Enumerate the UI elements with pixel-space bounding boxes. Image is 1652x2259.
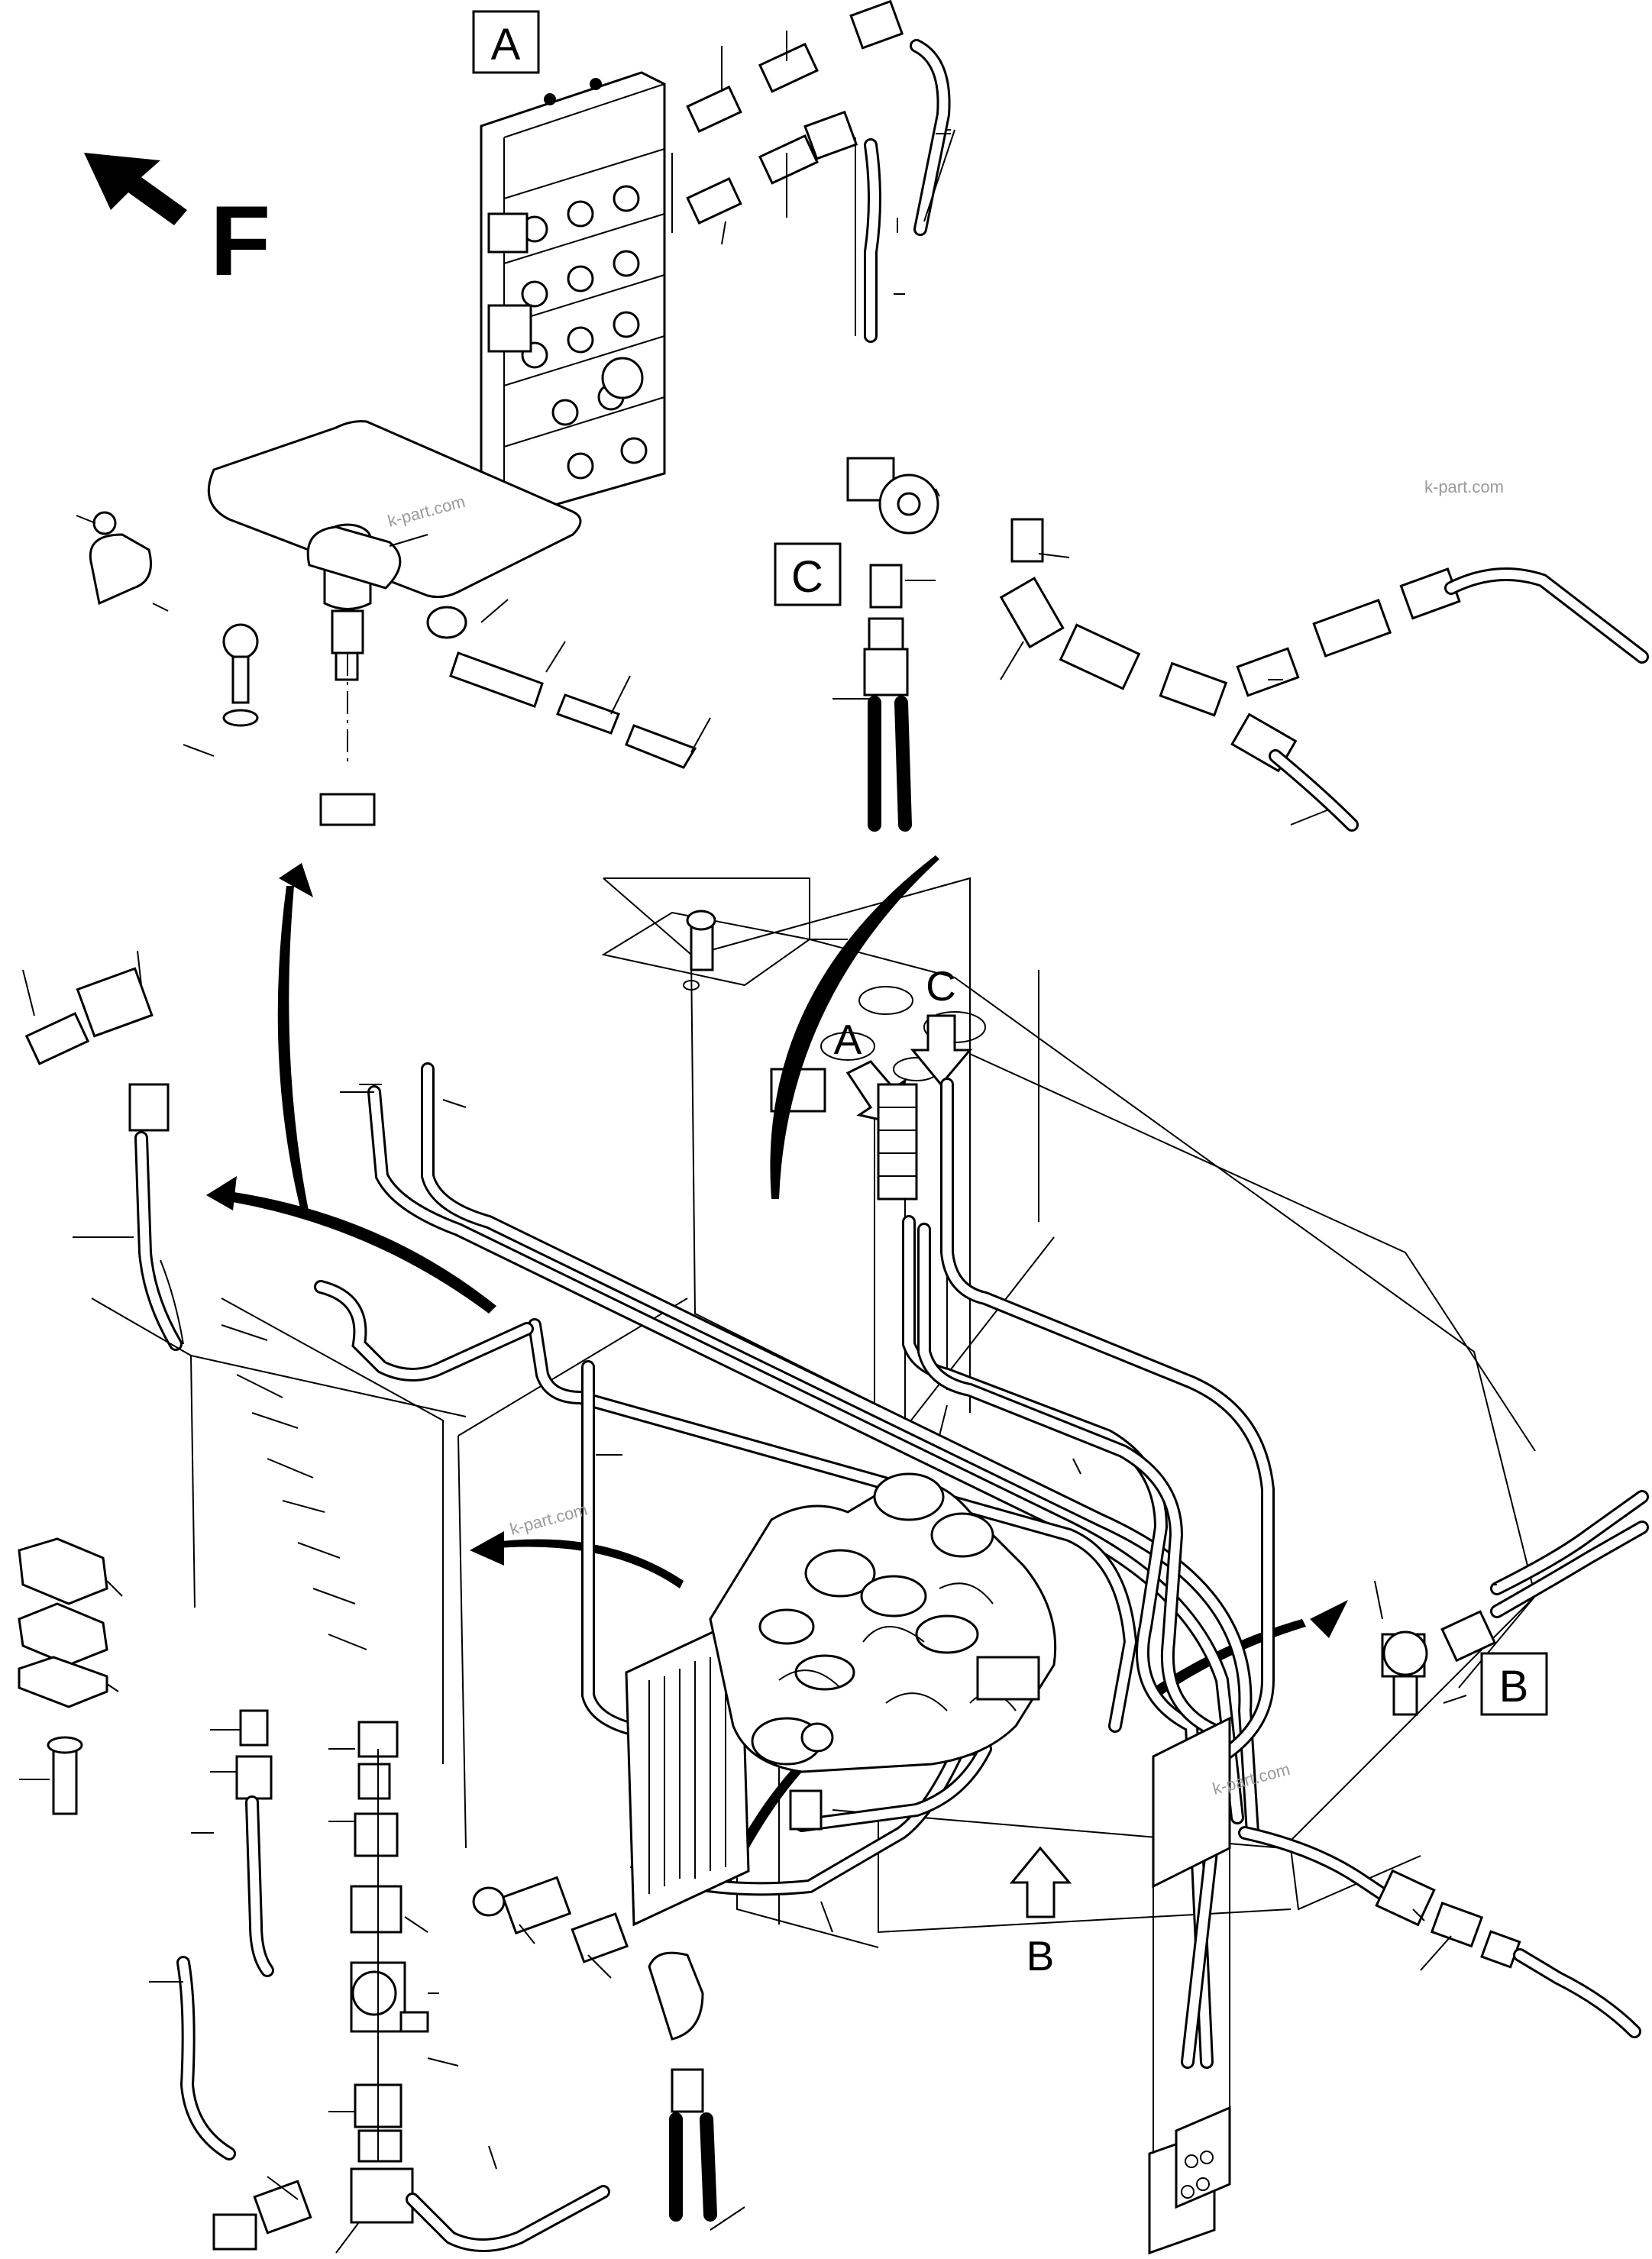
detail-a-fittings (671, 0, 955, 343)
control-valve-block (480, 71, 666, 521)
pointer-b-label: B (1026, 1932, 1055, 1979)
detail-b-label: B (1499, 1662, 1529, 1711)
watermark-2: k-part.com (1424, 477, 1504, 496)
detail-c-group: C (774, 457, 1649, 832)
tank-cover-group (76, 420, 711, 826)
detail-c-box (774, 542, 842, 606)
machine-frame (91, 877, 1537, 1948)
pointer-arrow-c: C (910, 962, 973, 1087)
detail-b-group: B (1238, 1490, 1649, 2038)
detail-b-box (1480, 1652, 1548, 1716)
left-hose-group (22, 950, 184, 1351)
hose-clamp-parts (18, 1537, 123, 1815)
front-direction-arrow: F (84, 153, 270, 296)
pointer-arrow-b: B (1009, 1846, 1072, 1979)
pointer-a-label: A (834, 1016, 862, 1063)
bottom-left-fittings (149, 1709, 745, 2254)
bottom-right-bracket (1148, 1716, 1231, 2255)
engine-assembly (625, 1472, 1057, 1927)
detail-a-label: A (491, 20, 521, 69)
detail-c-label: C (791, 552, 823, 602)
main-hose-routing (314, 1062, 1275, 2069)
detail-a-box (472, 10, 540, 74)
watermark-3: k-part.com (508, 1500, 590, 1539)
direction-letter: F (210, 185, 270, 296)
pointer-c-label: C (926, 962, 956, 1010)
mounted-valve-block (877, 1083, 918, 1201)
detail-a-group: A (472, 0, 955, 521)
